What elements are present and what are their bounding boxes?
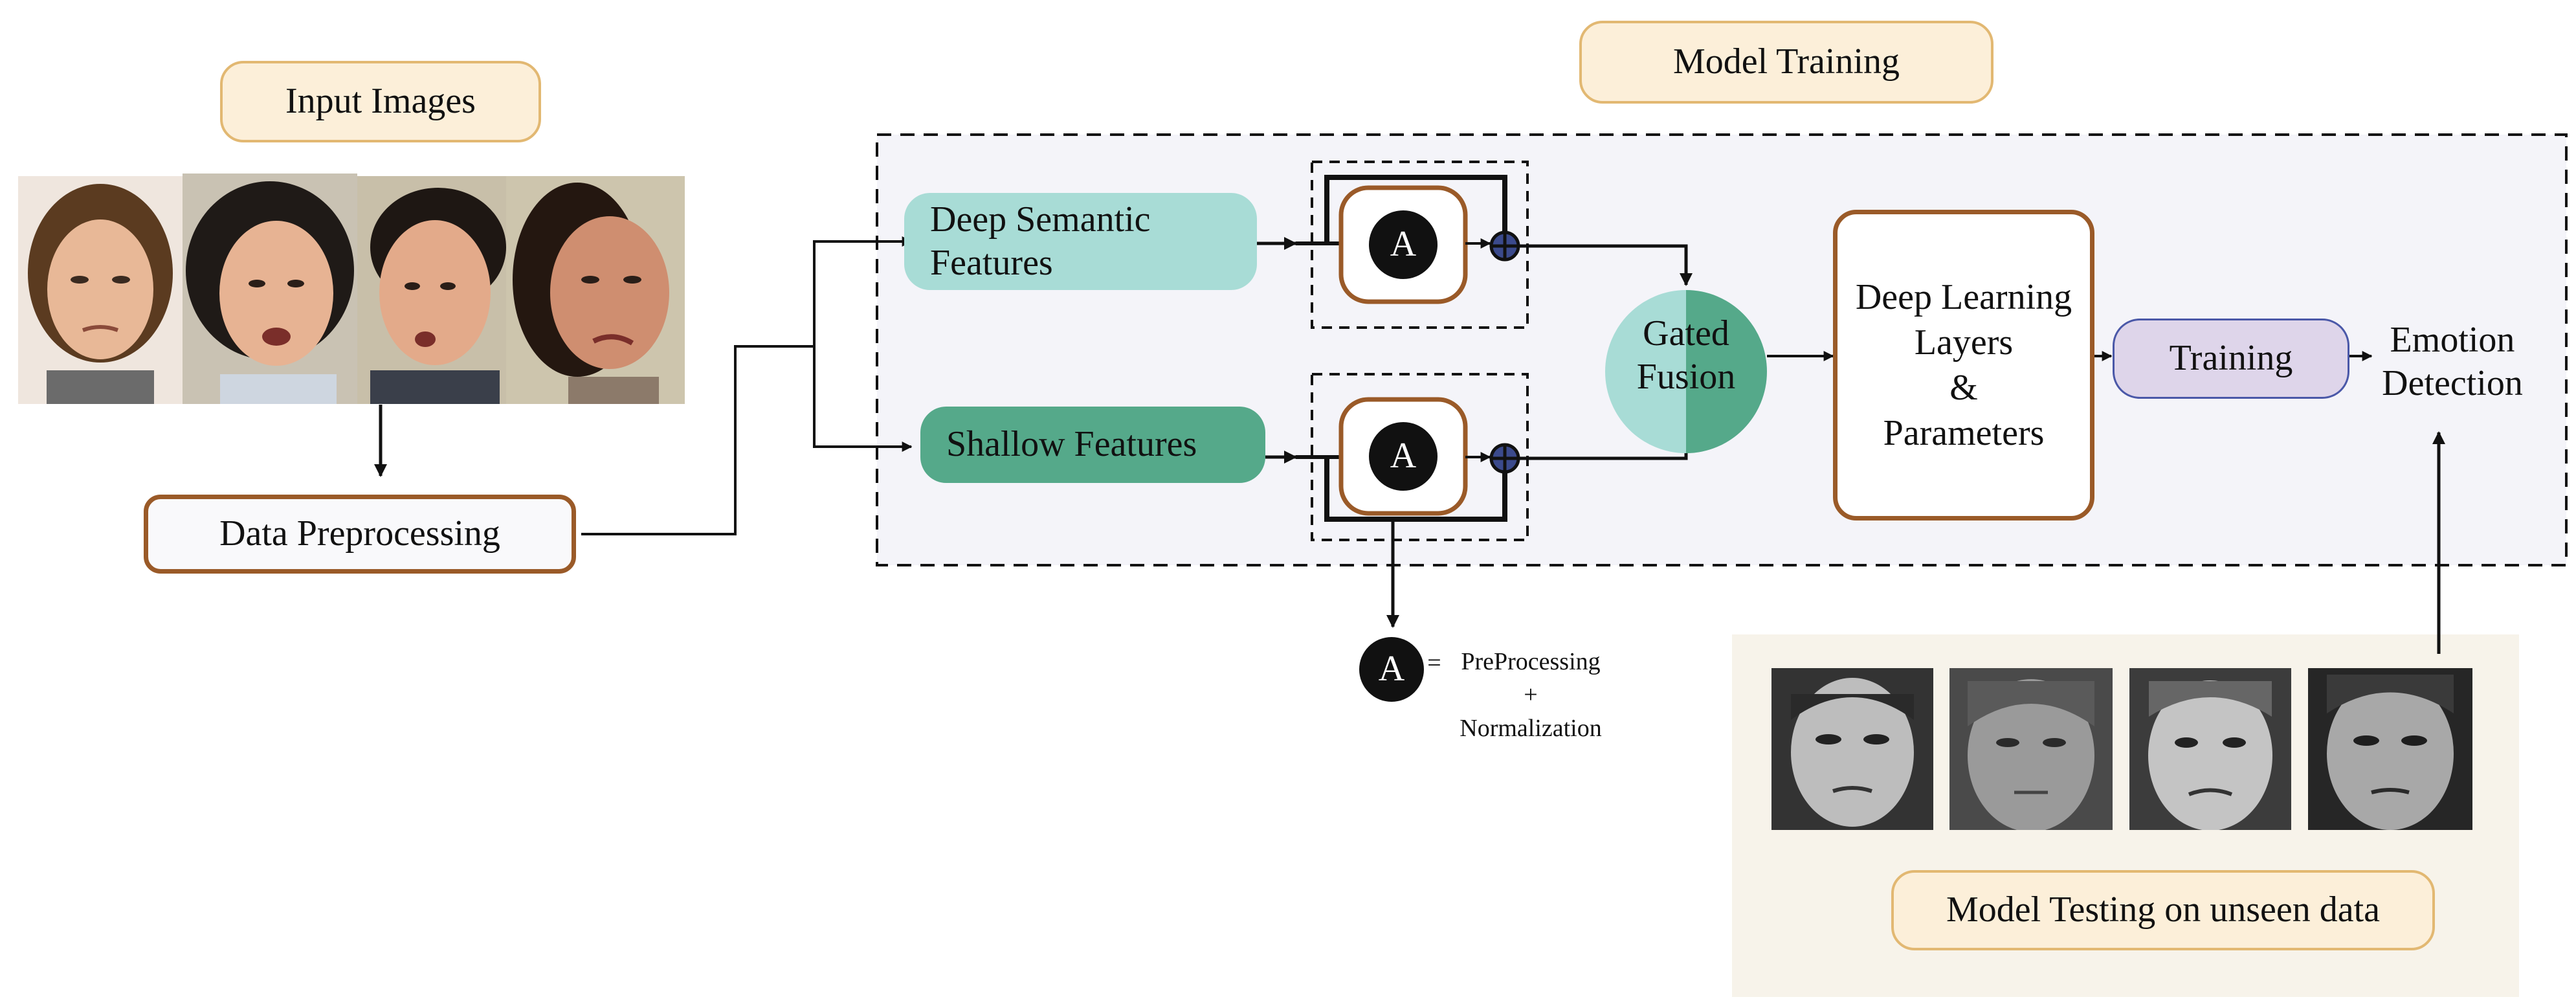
face-image xyxy=(18,176,183,404)
face-image xyxy=(357,176,506,404)
dl-line-2: Layers xyxy=(1914,322,2014,363)
model-testing-text: Model Testing on unseen data xyxy=(1946,890,2381,930)
emotion-line-2: Detection xyxy=(2382,363,2523,403)
input-images-label: Input Images xyxy=(220,61,541,142)
dl-line-1: Deep Learning xyxy=(1855,277,2072,317)
deep-semantic-features-text: Deep Semantic Features xyxy=(930,198,1151,285)
test-face-image-4 xyxy=(2308,668,2472,830)
test-face-image-1 xyxy=(1771,668,1933,830)
legend-equals: = xyxy=(1421,647,1447,680)
a-operator-node xyxy=(1359,637,1424,702)
test-face-image-3 xyxy=(2129,668,2291,830)
model-training-text: Model Training xyxy=(1672,41,1900,82)
emotion-line-1: Emotion xyxy=(2390,319,2515,360)
deep-semantic-line-2: Features xyxy=(930,243,1053,283)
deep-learning-layers-box: Deep Learning Layers & Parameters xyxy=(1833,210,2094,521)
training-box: Training xyxy=(2113,319,2349,399)
gated-fusion-text: Gated Fusion xyxy=(1637,312,1736,399)
model-training-label: Model Training xyxy=(1579,21,1993,104)
grayscale-face-image xyxy=(1771,668,1933,830)
input-face-image-3 xyxy=(357,176,506,404)
shallow-residual-path xyxy=(1324,457,1507,522)
deep-residual-path xyxy=(1324,175,1507,243)
shallow-features-box: Shallow Features xyxy=(920,407,1265,483)
input-face-image-2 xyxy=(183,174,357,404)
emotion-detection-text: Emotion Detection xyxy=(2382,319,2523,405)
a-operator-label: A xyxy=(1359,637,1424,702)
a-operator-node xyxy=(1369,210,1438,279)
gated-fusion-right-half xyxy=(1686,290,1767,453)
dl-line-3: & xyxy=(1949,368,1978,408)
a-operator-label: A xyxy=(1369,423,1438,489)
face-image xyxy=(506,176,685,404)
input-images-text: Input Images xyxy=(285,81,476,122)
gated-fusion-line-2: Fusion xyxy=(1636,357,1736,397)
grayscale-face-image xyxy=(2129,668,2291,830)
operator-symbol-text: A xyxy=(1390,224,1417,265)
test-face-image-2 xyxy=(1949,668,2113,830)
dl-line-4: Parameters xyxy=(1883,413,2045,453)
face-image xyxy=(183,174,357,404)
preprocess-connector xyxy=(581,345,814,535)
a-operator-node xyxy=(1369,422,1438,491)
input-face-image-4 xyxy=(506,176,685,404)
legend-equals-text: = xyxy=(1427,649,1441,677)
legend-line-1: PreProcessing xyxy=(1461,648,1601,676)
operator-symbol-text: A xyxy=(1390,436,1417,476)
data-preprocessing-text: Data Preprocessing xyxy=(219,513,500,554)
grayscale-face-image xyxy=(2308,668,2472,830)
gated-fusion-line-1: Gated xyxy=(1643,313,1729,353)
gated-fusion-left-half xyxy=(1605,290,1686,453)
grayscale-face-image xyxy=(1949,668,2113,830)
input-face-image-1 xyxy=(18,176,183,404)
model-testing-label: Model Testing on unseen data xyxy=(1891,870,2435,950)
a-operator-label: A xyxy=(1369,212,1438,278)
split-to-shallow-arrow xyxy=(813,346,913,452)
operator-symbol-text: A xyxy=(1378,649,1405,689)
legend-line-3: Normalization xyxy=(1460,714,1602,742)
deep-semantic-features-box: Deep Semantic Features xyxy=(904,193,1257,290)
deep-semantic-line-1: Deep Semantic xyxy=(930,199,1151,240)
legend-line-2: + xyxy=(1524,681,1538,709)
gated-fusion-label: Gated Fusion xyxy=(1605,307,1767,404)
shallow-features-text: Shallow Features xyxy=(946,424,1197,465)
data-preprocessing-box: Data Preprocessing xyxy=(144,495,576,574)
emotion-detection-label: Emotion Detection xyxy=(2371,313,2533,410)
split-to-deep-arrow xyxy=(813,236,913,346)
training-text: Training xyxy=(2169,338,2293,379)
legend-text: PreProcessing + Normalization xyxy=(1443,644,1618,747)
deep-to-fusion-arrow xyxy=(1518,244,1693,286)
